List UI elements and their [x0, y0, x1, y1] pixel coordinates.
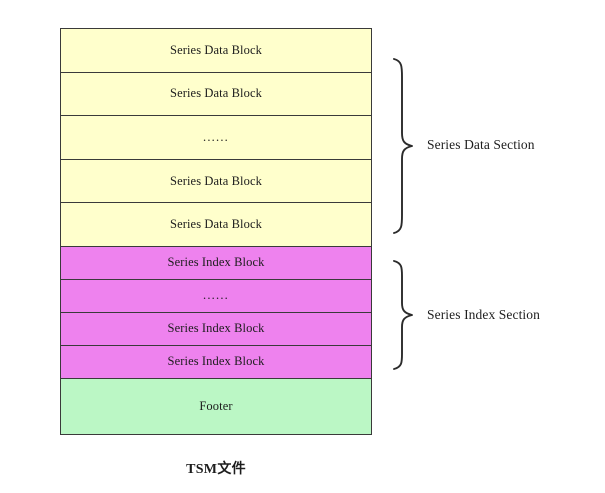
block-label: Series Data Block: [170, 42, 262, 57]
label-series-index-section: Series Index Section: [427, 307, 540, 322]
tsm-block-stack: Series Data Block Series Data Block ....…: [60, 28, 372, 435]
block-label: ......: [203, 129, 229, 144]
block-label: Series Index Block: [167, 354, 265, 369]
label-series-data-section: Series Data Section: [427, 137, 535, 152]
block-series-index-1: Series Index Block: [61, 246, 371, 280]
block-series-index-ellipsis: ......: [61, 279, 371, 313]
block-footer: Footer: [61, 378, 371, 434]
block-label: Series Data Block: [170, 86, 262, 101]
block-label: Footer: [199, 398, 233, 413]
block-series-data-4: Series Data Block: [61, 203, 371, 247]
block-label: ......: [203, 288, 229, 303]
block-series-index-2: Series Index Block: [61, 312, 371, 346]
block-label: Series Index Block: [167, 321, 265, 336]
block-series-data-2: Series Data Block: [61, 72, 371, 117]
block-label: Series Data Block: [170, 173, 262, 188]
block-label: Series Index Block: [167, 255, 265, 270]
block-label: Series Data Block: [170, 217, 262, 232]
brace-series-data-section: [390, 57, 416, 235]
block-series-data-1: Series Data Block: [61, 29, 371, 73]
block-series-data-ellipsis: ......: [61, 116, 371, 160]
diagram-caption: TSM文件: [186, 462, 246, 477]
block-series-index-3: Series Index Block: [61, 345, 371, 379]
brace-series-index-section: [390, 259, 416, 371]
block-series-data-3: Series Data Block: [61, 159, 371, 204]
